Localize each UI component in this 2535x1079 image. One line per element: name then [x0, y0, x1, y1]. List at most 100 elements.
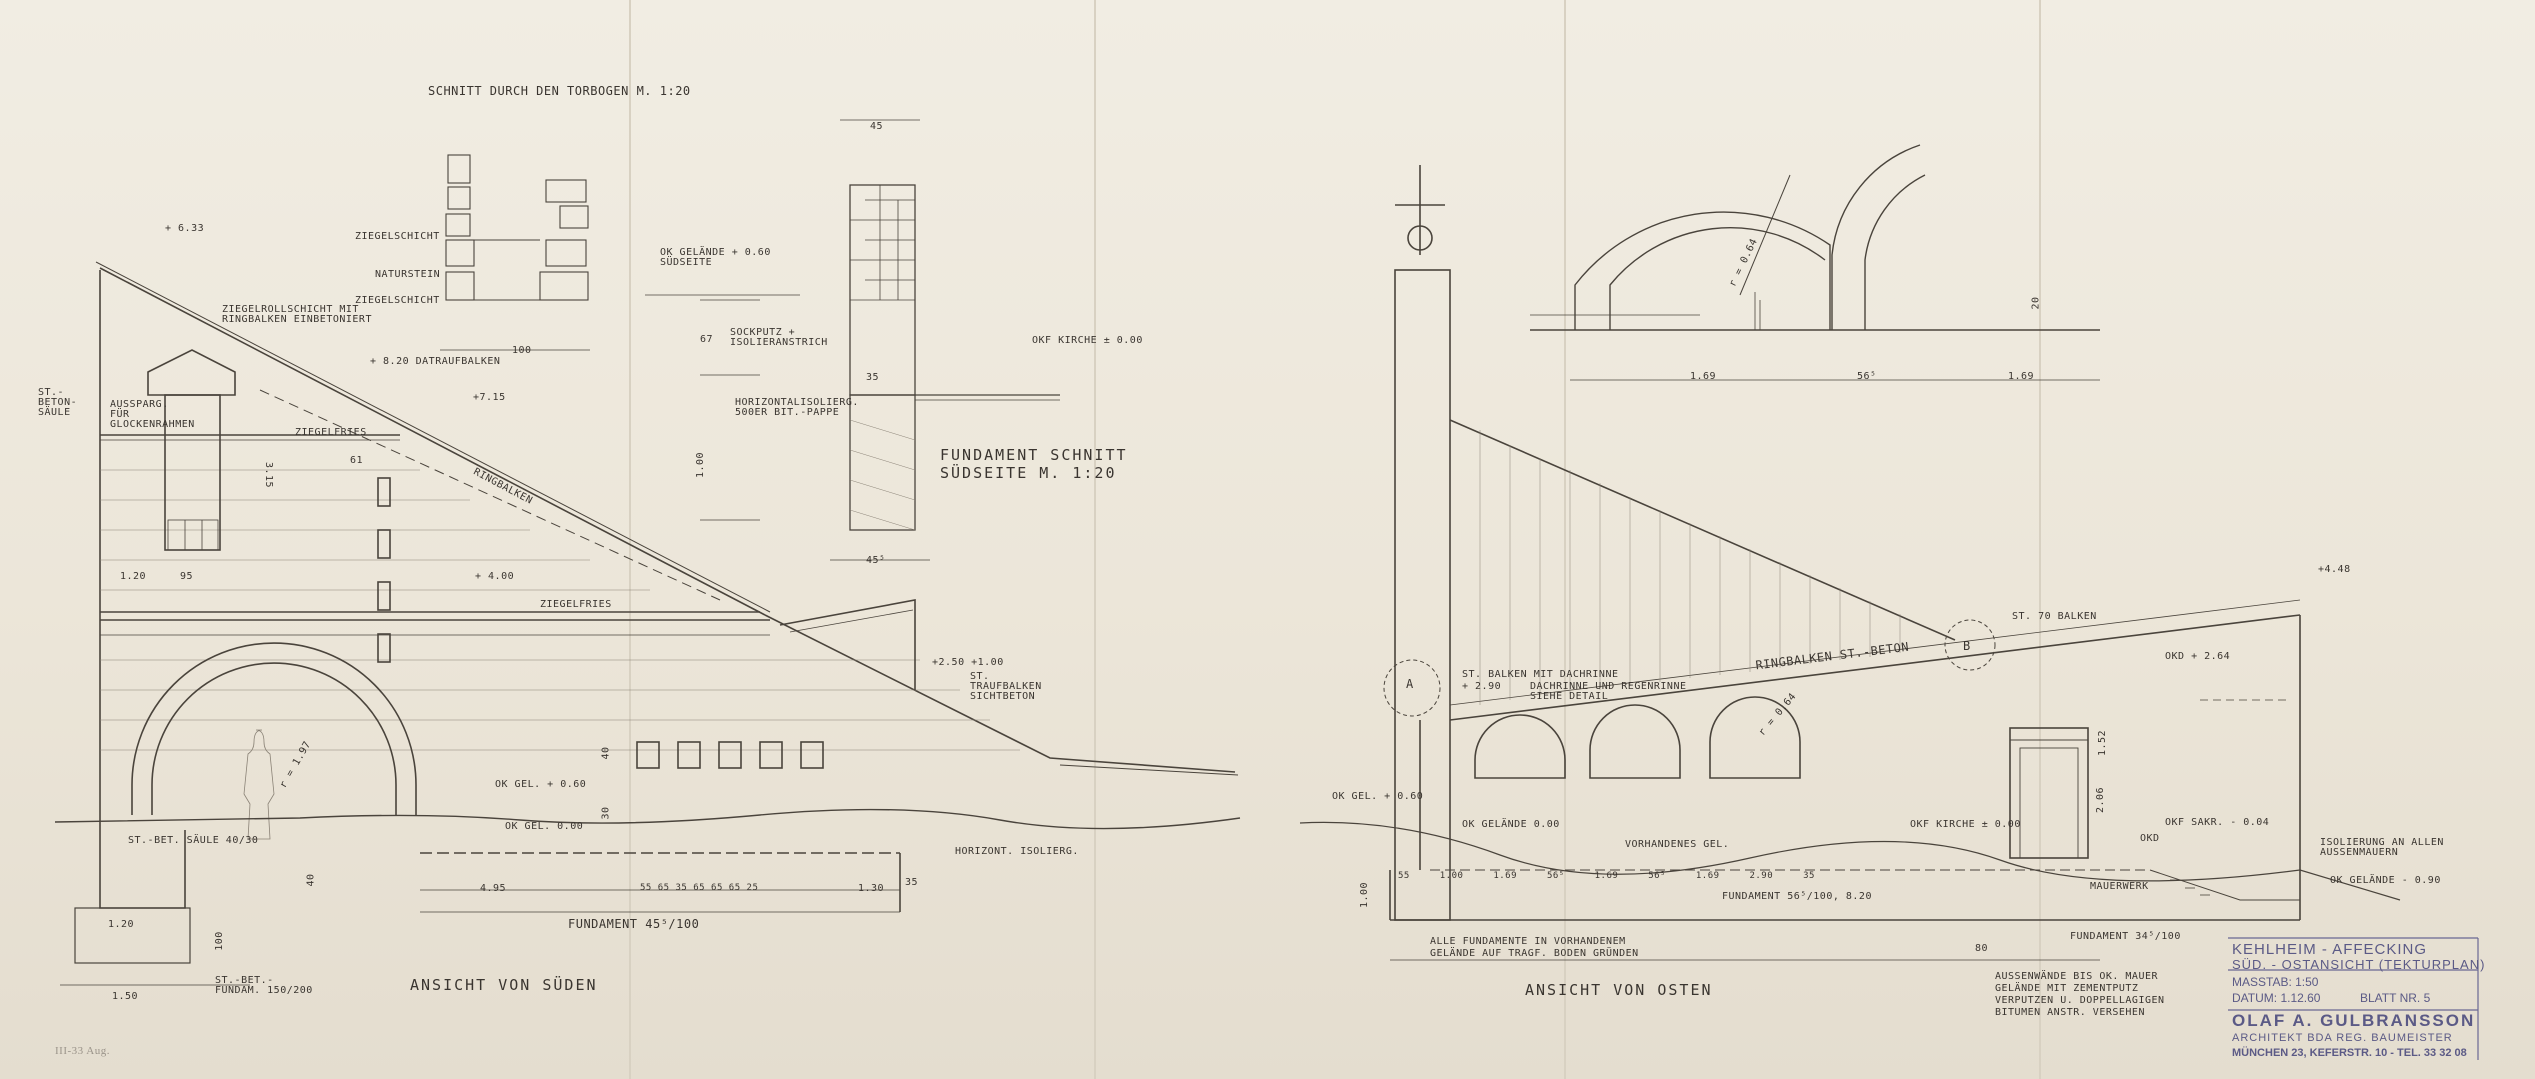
office-line: ARCHITEKT BDA REG. BAUMEISTER	[2232, 1032, 2453, 1044]
note-walls-4: BITUMEN ANSTR. VERSEHEN	[1995, 1007, 2145, 1018]
elevation-eaves-right: +2.50 +1.00	[932, 657, 1004, 668]
dim-120b: 1.20	[108, 919, 135, 930]
marker-a: A	[1406, 677, 1414, 691]
foundation-label: FUNDAMENT 45⁵/100	[568, 917, 700, 931]
address-line: MÜNCHEN 23, KEFERSTR. 10 - TEL. 33 32 08	[2232, 1047, 2467, 1059]
paper-folds	[629, 0, 2041, 1079]
architect-name: OLAF A. GULBRANSSON	[2232, 1011, 2476, 1030]
dim-40: 40	[600, 746, 612, 760]
elevation-top: + 6.33	[165, 223, 205, 234]
east-view-title: ANSICHT VON OSTEN	[1525, 981, 1713, 999]
layer-label-brick-2: ZIEGELSCHICHT	[355, 295, 440, 306]
layer-label-stone: NATURSTEIN	[375, 269, 441, 280]
south-elevation	[54, 261, 1241, 986]
dim-95: 95	[180, 571, 194, 582]
beam-label: ZIEGELROLLSCHICHT MIT RINGBALKEN EINBETO…	[222, 304, 372, 325]
okd-small: OKD	[2140, 833, 2160, 844]
dim-120: 1.20	[120, 571, 147, 582]
dim-45-bottom: 45⁵	[866, 555, 886, 566]
elevation-715: +7.15	[473, 392, 506, 403]
okd-level: OKD + 2.64	[2165, 651, 2231, 662]
beam-left-label: ST. BALKEN MIT DACHRINNE	[1462, 669, 1619, 680]
dim-67: 67	[700, 334, 714, 345]
dim-45-top: 45	[870, 121, 884, 132]
elevation-290: + 2.90	[1462, 681, 1502, 692]
foundation-section-title-1: FUNDAMENT SCHNITT	[940, 446, 1128, 464]
date-text: DATUM: 1.12.60	[2232, 991, 2321, 1005]
elev-top-right: +4.48	[2318, 564, 2351, 575]
section-title: SCHNITT DURCH DEN TORBOGEN M. 1:20	[428, 84, 691, 98]
dim-30: 30	[600, 806, 612, 820]
brick-frieze-label-2: ZIEGELFRIES	[540, 599, 612, 610]
section-detail-brick	[440, 154, 590, 351]
insulation-east: ISOLIERUNG AN ALLEN AUSSENMAUERN	[2320, 837, 2444, 858]
dim-35: 35	[905, 877, 919, 888]
okf-kirche: OKF KIRCHE ± 0.00	[1910, 819, 2021, 830]
dim-150: 1.50	[112, 991, 139, 1002]
arch-detail	[1530, 144, 2100, 381]
scale-text: MASSTAB: 1:50	[2232, 975, 2319, 989]
layer-label-brick-1: ZIEGELSCHICHT	[355, 231, 440, 242]
section-dim-bottom: 100	[512, 345, 532, 356]
dim-40b: 40	[305, 873, 317, 887]
dim-35-section: 35	[866, 372, 880, 383]
east-dim-100: 1.00	[1359, 881, 1371, 909]
church-floor-level: OKF KIRCHE ± 0.00	[1032, 335, 1143, 346]
ground-og-000: OK GEL. 0.00	[505, 821, 584, 832]
arch-dim-right: 1.69	[2008, 371, 2035, 382]
gutter-label: DACHRINNE UND REGENRINNE SIEHE DETAIL	[1530, 681, 1687, 702]
title-block-frame	[2228, 937, 2479, 1060]
note-walls-3: VERPUTZEN U. DOPPELLAGIGEN	[1995, 995, 2165, 1006]
foundation-section	[645, 119, 1060, 561]
project-line-2: SÜD. - OSTANSICHT (TEKTURPLAN)	[2232, 957, 2486, 972]
east-og-gel: OK GEL. + 0.60	[1332, 791, 1424, 802]
okf-sakr: OKF SAKR. - 0.04	[2165, 817, 2270, 828]
door-dims: 2.06	[2095, 786, 2107, 814]
elevation-eaves: + 8.20 DATRAUFBALKEN	[370, 356, 501, 367]
project-line-1: KEHLHEIM - AFFECKING	[2232, 941, 2428, 958]
foundation-right: FUNDAMENT 34⁵/100	[2070, 931, 2181, 942]
foundation-main: FUNDAMENT 56⁵/100, 8.20	[1722, 891, 1872, 902]
dim-80: 80	[1975, 943, 1989, 954]
dim-130: 1.30	[858, 883, 885, 894]
beam-top-label: ST. 70 BALKEN	[2012, 611, 2097, 622]
note-foundation-2: GELÄNDE AUF TRAGF. BODEN GRÜNDEN	[1430, 948, 1639, 959]
plaster-label: SOCKPUTZ + ISOLIERANSTRICH	[730, 327, 828, 348]
arch-dim-left: 1.69	[1690, 371, 1717, 382]
dim-100-section: 1.00	[695, 451, 707, 479]
dim-side: 1.52	[2097, 729, 2109, 757]
eaves-right-label: ST. TRAUFBALKEN SICHTBETON	[970, 671, 1042, 702]
ground-og-060: OK GEL. + 0.60	[495, 779, 587, 790]
bell-opening-label: AUSSPARG. FÜR GLOCKENRAHMEN	[110, 399, 195, 430]
margin-note: III-33 Aug.	[55, 1045, 110, 1057]
arch-dim-mid: 56⁵	[1857, 371, 1877, 382]
east-elevation	[1299, 165, 2401, 961]
bell-column-label: ST.-BETON-SÄULE	[38, 387, 78, 418]
note-walls-1: AUSSENWÄNDE BIS OK. MAUER	[1995, 971, 2159, 982]
brick-frieze-label-1: ZIEGELFRIES	[295, 427, 367, 438]
insulation-label: HORIZONTALISOLIERG. 500ER BIT.-PAPPE	[735, 397, 859, 418]
wall-label: MAUERWERK	[2090, 881, 2149, 892]
south-view-title: ANSICHT VON SÜDEN	[410, 976, 598, 994]
footing-label: ST.-BET.-FUNDAM. 150/200	[215, 975, 313, 996]
east-og-gelande: OK GELÄNDE 0.00	[1462, 819, 1560, 830]
marker-b: B	[1963, 639, 1971, 653]
dim-61: 61	[350, 455, 364, 466]
note-foundation-1: ALLE FUNDAMENTE IN VORHANDENEM	[1430, 936, 1626, 947]
og-gelande-090: OK GELÄNDE - 0.90	[2330, 875, 2441, 886]
foundation-section-title-2: SÜDSEITE M. 1:20	[940, 464, 1117, 482]
dim-vertical-1: 3.15	[263, 461, 275, 489]
horizontal-insulation: HORIZONT. ISOLIERG.	[955, 846, 1079, 857]
dim-495: 4.95	[480, 883, 507, 894]
existing-ground: VORHANDENES GEL.	[1625, 839, 1730, 850]
note-walls-2: GELÄNDE MIT ZEMENTPUTZ	[1995, 983, 2139, 994]
arch-dim-vert: 20	[2030, 296, 2042, 310]
og-ground-south: OK GELÄNDE + 0.60 SÜDSEITE	[660, 247, 771, 268]
dim-row: 55 65 35 65 65 65 25	[640, 883, 759, 893]
column-label: ST.-BET. SÄULE 40/30	[128, 835, 259, 846]
dim-100: 100	[213, 931, 225, 951]
elevation-400: + 4.00	[475, 571, 515, 582]
sheet-number: BLATT NR. 5	[2360, 991, 2431, 1005]
